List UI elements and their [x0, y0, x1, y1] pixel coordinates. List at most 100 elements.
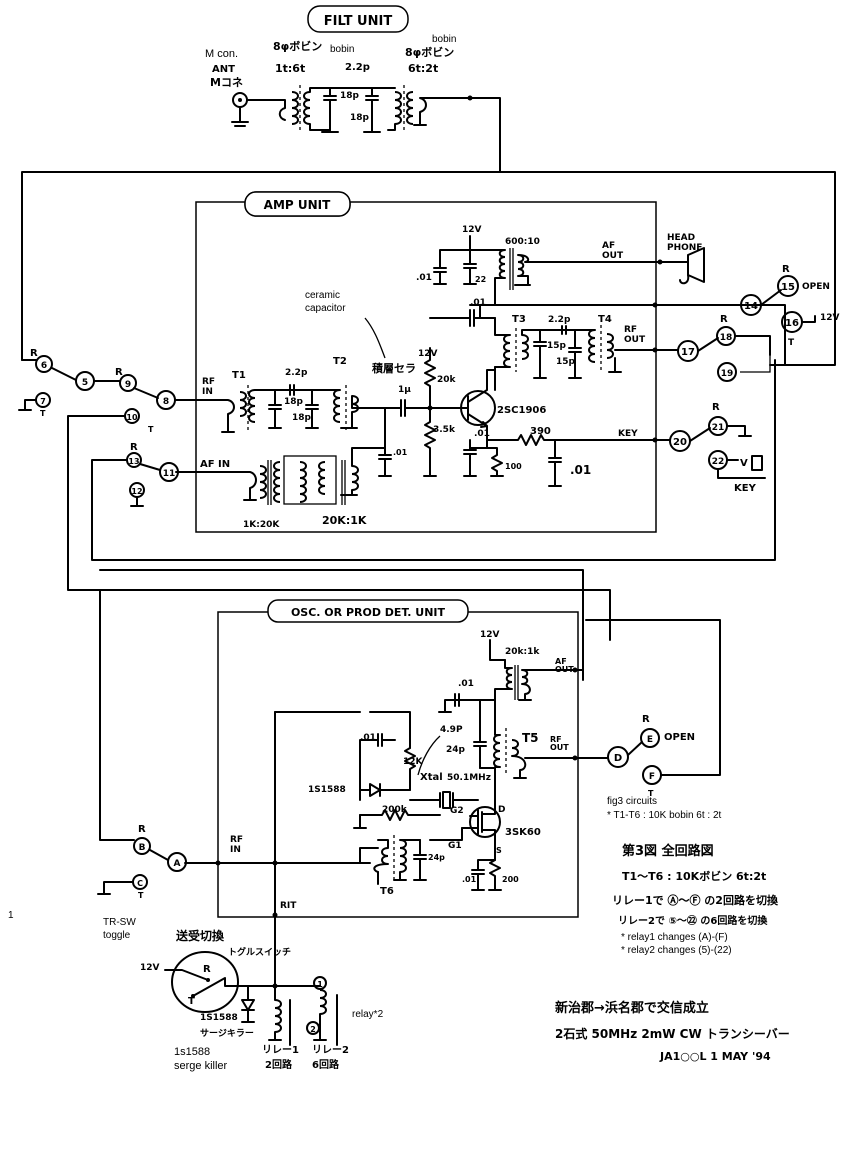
xtal-symbol — [409, 791, 479, 809]
node-6-label: 6 — [41, 361, 47, 371]
amp-c01d: .01 — [570, 463, 591, 477]
relay-diode: 1S1588 — [200, 1013, 238, 1023]
node-6 — [35, 355, 53, 373]
amp-r35k: 3.5k — [433, 425, 456, 435]
node-7-label: 7 — [40, 397, 46, 406]
relay2-node-2: 2 — [310, 1025, 316, 1034]
node-b-label: B — [139, 843, 146, 853]
osc-s: S — [496, 846, 502, 855]
jp-t1t6: T1〜T6 : 10Kボビン 6t:2t — [622, 869, 766, 883]
osc-g2: G2 — [450, 806, 464, 816]
notes: fig3 circuits * T1-T6 : 10K bobin 6t : 2… — [8, 796, 790, 1063]
bobbin2-turns: 6t:2t — [408, 62, 438, 75]
amp-unit-label-box — [244, 191, 351, 217]
node-9-r: R — [115, 367, 123, 378]
interconnect-wires — [21, 171, 836, 373]
amp-r100: 100 — [505, 462, 522, 471]
filt-coil-1b — [303, 91, 311, 125]
node-13-r: R — [130, 442, 138, 453]
osc-rit: RIT — [280, 901, 297, 911]
t34-cap: 2.2p — [548, 315, 571, 325]
fet-3sk60 — [469, 806, 501, 838]
amp-unit-title: AMP UNIT — [264, 198, 331, 212]
credit-line-1: 新治郡→浜名郡で交信成立 — [555, 1000, 709, 1016]
relay1-changes: * relay1 changes (A)-(F) — [621, 932, 728, 943]
sw-r: R — [203, 964, 211, 975]
credit-line-3: JA1○○L 1 MAY '94 — [659, 1050, 771, 1063]
node-15-label: 15 — [781, 282, 795, 293]
node-22-v: V — [740, 458, 748, 469]
filt-unit-label-box — [307, 5, 409, 33]
amp-c01b: .01 — [470, 298, 486, 308]
bobbin2-en: bobin — [432, 34, 456, 45]
osc-terminals: D R E OPEN F T R B A C T TR-SW toggle — [97, 619, 721, 941]
osc-rf-in-a: RF — [230, 835, 243, 845]
margin-mark: 1 — [8, 910, 14, 921]
node-18-r: R — [720, 314, 728, 325]
ceramic-jp: 積層セラ — [371, 361, 416, 375]
osc-af-out-b: OUT — [555, 665, 574, 674]
af-ratio-1: 1K:20K — [243, 520, 280, 530]
serge-jp: サージキラー — [200, 1028, 254, 1039]
amp-cap-1u: 1μ — [398, 385, 411, 395]
node-11 — [159, 462, 179, 482]
headphone-icon — [687, 247, 705, 283]
amp-rf-out-b: OUT — [624, 335, 646, 345]
t4-label: T4 — [598, 314, 612, 325]
t3-label: T3 — [512, 314, 526, 325]
filt-unit: FILT UNIT M con. ANT Mコネ 8φボビン bobin 1t:… — [205, 5, 501, 173]
amp-key: KEY — [618, 429, 638, 439]
filt-unit-title: FILT UNIT — [324, 14, 393, 29]
amp-af-out-a: AF — [602, 241, 615, 251]
node-e-label: E — [647, 735, 653, 745]
transistor-2sc1906 — [460, 390, 496, 426]
t1-cap: 18p — [284, 397, 304, 407]
af-in-label: AF IN — [200, 459, 230, 470]
t5-label: T5 — [522, 731, 539, 745]
ceramic-label-a: ceramic — [305, 290, 340, 301]
bobbin2-jp: 8φボビン — [405, 45, 454, 59]
amp-rf-in-a: RF — [202, 377, 215, 387]
node-b-r: R — [138, 824, 146, 835]
node-15-open: OPEN — [802, 282, 830, 292]
cross-wires — [69, 569, 611, 841]
t2-cap: 18p — [292, 413, 312, 423]
t6-label: T6 — [380, 886, 394, 897]
osc-rf-out-b: OUT — [550, 743, 569, 752]
osc-unit-title: OSC. OR PROD DET. UNIT — [291, 606, 446, 619]
af-transformer-primary — [498, 249, 506, 279]
node-d-label: D — [614, 753, 622, 764]
toggle-label: toggle — [103, 930, 131, 941]
jp-fig-title: 第3図 全回路図 — [622, 843, 714, 859]
node-10-t: T — [148, 425, 154, 434]
t3-coil-a — [503, 334, 511, 368]
osc-g1: G1 — [448, 841, 462, 851]
toggle-switch — [171, 951, 239, 1013]
amp-r20k: 20k — [437, 375, 457, 385]
amp-12v-b: 12V — [418, 349, 438, 359]
sw-jp-sub: トグルスイッチ — [228, 946, 291, 958]
relay2-jp: リレー2 — [312, 1044, 349, 1056]
node-6-r: R — [30, 348, 38, 359]
t3-cap: 15p — [547, 341, 567, 351]
relay-12v: 12V — [140, 963, 160, 973]
bobbin1-turns: 1t:6t — [275, 62, 305, 75]
node-21-r: R — [712, 402, 720, 413]
osc-c01c: .01 — [462, 875, 477, 884]
mcon-label: M con. — [205, 48, 238, 60]
node-16-t: T — [788, 338, 795, 348]
node-c-t: T — [138, 891, 144, 900]
key-icon — [717, 455, 766, 479]
node-7-t: T — [40, 409, 46, 418]
osc-diode: 1S1588 — [308, 785, 346, 795]
filt-cap-b: 18p — [350, 113, 370, 123]
jp-relay2: リレー2で ⑤〜㉒ の6回路を切換 — [618, 914, 768, 927]
af-transformer-core — [283, 455, 337, 505]
osc-d: D — [498, 805, 505, 815]
tr-sw-label: TR-SW — [103, 917, 136, 928]
osc-12v: 12V — [480, 630, 500, 640]
osc-rf-out-a: RF — [550, 735, 562, 744]
node-11-label: 11 — [163, 469, 176, 479]
osc-c49: 4.9P — [440, 725, 463, 735]
serge-a: 1s1588 — [174, 1046, 210, 1058]
